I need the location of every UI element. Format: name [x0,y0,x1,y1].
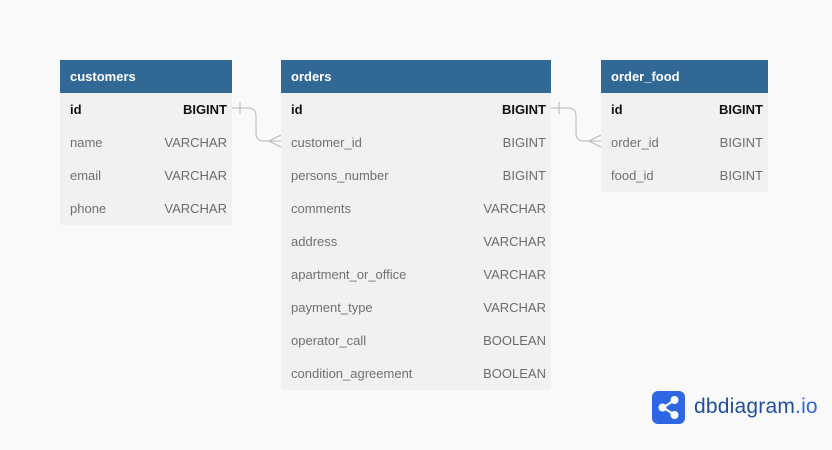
field-name: id [611,102,623,117]
brand-name: dbdiagram.io [694,395,818,419]
field-type: BIGINT [182,102,227,117]
field-row[interactable]: operator_call BOOLEAN [281,324,551,357]
field-name: customer_id [291,135,362,150]
field-row[interactable]: address VARCHAR [281,225,551,258]
table-header[interactable]: orders [281,60,551,93]
many-marker-top [268,134,282,142]
field-name: order_id [611,135,659,150]
relationship-orders-order-food[interactable] [551,102,602,148]
field-type: VARCHAR [483,267,546,282]
field-name: persons_number [291,168,389,183]
field-type: BOOLEAN [483,333,546,348]
field-type: BIGINT [502,168,546,183]
field-name: apartment_or_office [291,267,407,282]
field-row[interactable]: persons_number BIGINT [281,159,551,192]
field-type: VARCHAR [164,201,227,216]
field-name: name [70,135,103,150]
field-type: VARCHAR [483,234,546,249]
field-type: BOOLEAN [483,366,546,381]
field-type: VARCHAR [164,135,227,150]
dbdiagram-brand[interactable]: dbdiagram.io [652,390,818,424]
brand-name-text: dbdiagram [694,395,796,418]
field-row[interactable]: phone VARCHAR [60,192,232,225]
field-row[interactable]: name VARCHAR [60,126,232,159]
field-row[interactable]: comments VARCHAR [281,192,551,225]
field-type: BIGINT [718,102,763,117]
share-icon [658,395,679,419]
table-header[interactable]: customers [60,60,232,93]
field-row[interactable]: id BIGINT [601,93,768,126]
table-customers[interactable]: customers id BIGINT name VARCHAR email V… [60,60,232,225]
field-name: food_id [611,168,654,183]
field-row[interactable]: food_id BIGINT [601,159,768,192]
field-row[interactable]: customer_id BIGINT [281,126,551,159]
field-row[interactable]: id BIGINT [60,93,232,126]
table-order-food[interactable]: order_food id BIGINT order_id BIGINT foo… [601,60,768,192]
table-header[interactable]: order_food [601,60,768,93]
field-name: id [291,102,303,117]
field-name: condition_agreement [291,366,413,381]
field-row[interactable]: id BIGINT [281,93,551,126]
field-type: VARCHAR [164,168,227,183]
field-row[interactable]: email VARCHAR [60,159,232,192]
field-name: address [291,234,338,249]
field-name: email [70,168,102,183]
field-name: id [70,102,82,117]
field-row[interactable]: payment_type VARCHAR [281,291,551,324]
field-row[interactable]: order_id BIGINT [601,126,768,159]
brand-tld: .io [795,395,818,418]
field-type: VARCHAR [483,300,546,315]
field-row[interactable]: condition_agreement BOOLEAN [281,357,551,390]
field-name: payment_type [291,300,373,315]
field-type: BIGINT [719,168,763,183]
field-type: BIGINT [502,135,546,150]
many-marker-bottom [268,140,282,148]
field-name: comments [291,201,351,216]
field-name: phone [70,201,107,216]
field-type: VARCHAR [483,201,546,216]
relationship-customers-orders[interactable] [232,102,282,148]
table-orders[interactable]: orders id BIGINT customer_id BIGINT pers… [281,60,551,390]
brand-logo [652,390,685,424]
many-marker-bottom [588,140,602,148]
field-type: BIGINT [719,135,763,150]
field-row[interactable]: apartment_or_office VARCHAR [281,258,551,291]
many-marker-top [588,134,602,142]
field-type: BIGINT [501,102,546,117]
field-name: operator_call [291,333,367,348]
